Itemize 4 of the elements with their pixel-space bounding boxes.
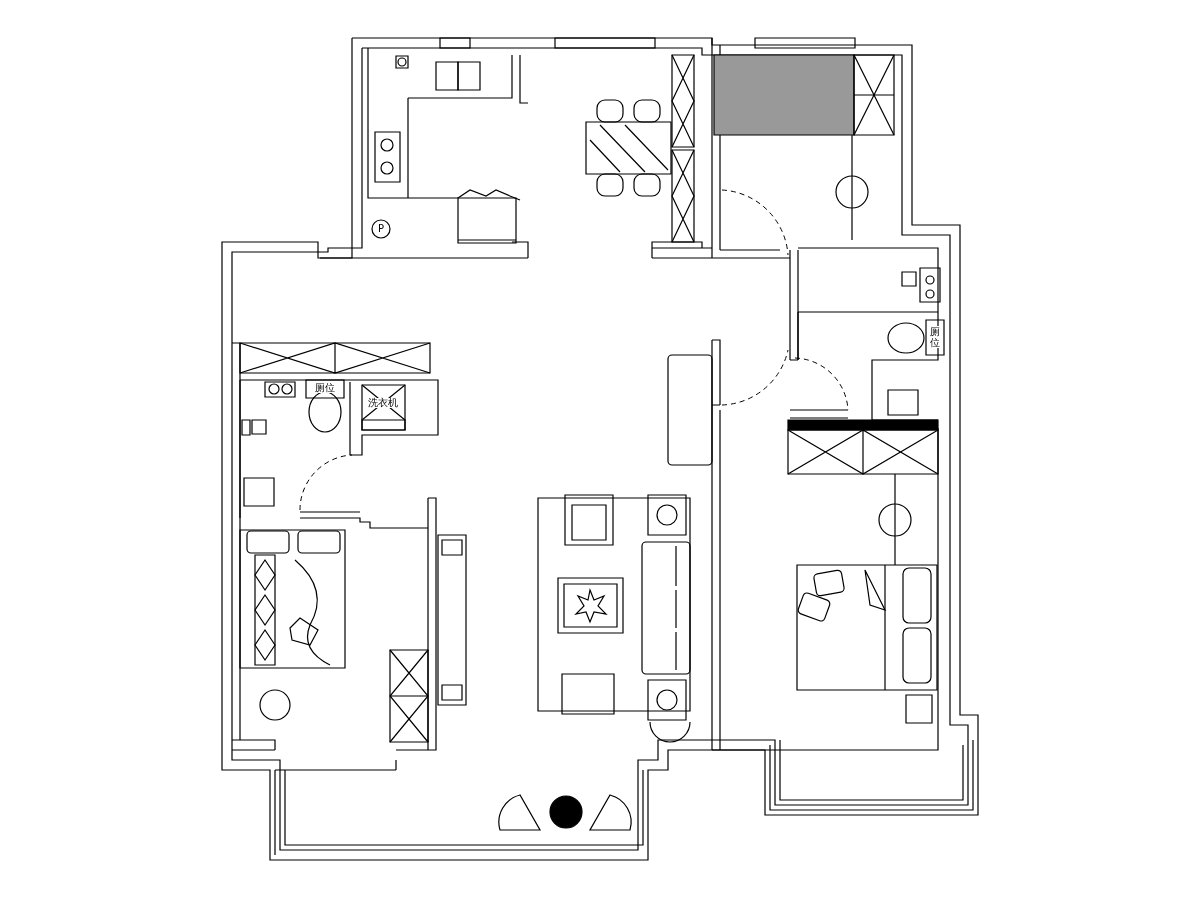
symbol-letter: P — [377, 224, 386, 234]
fixture-label: 厕位 — [929, 326, 941, 348]
fixture-label: 洗衣机 — [367, 398, 399, 408]
fixture-label: 厕位 — [314, 383, 336, 393]
